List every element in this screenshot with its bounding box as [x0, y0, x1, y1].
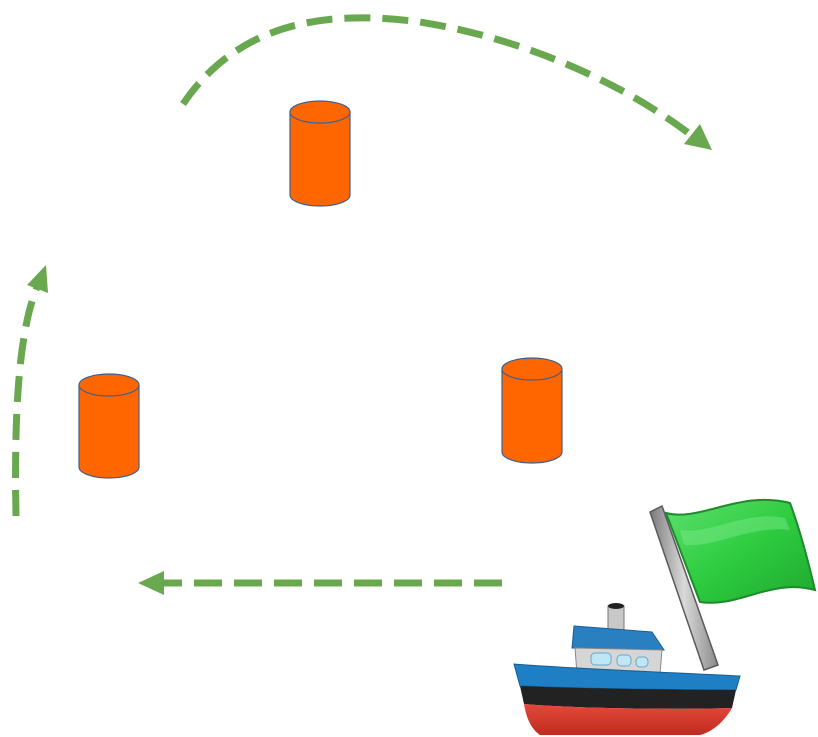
- buoy-left: [79, 374, 139, 478]
- boat-with-green-flag-icon: [514, 500, 815, 735]
- buoy-right: [502, 358, 562, 463]
- arrow-left: [16, 285, 38, 516]
- arrow-left-head-icon: [27, 265, 48, 293]
- arrow-top-head-icon: [684, 124, 712, 150]
- arrow-bottom-head-icon: [138, 571, 164, 595]
- path-arrows: [16, 18, 712, 595]
- arrow-top: [183, 18, 695, 138]
- buoy-top: [290, 101, 350, 206]
